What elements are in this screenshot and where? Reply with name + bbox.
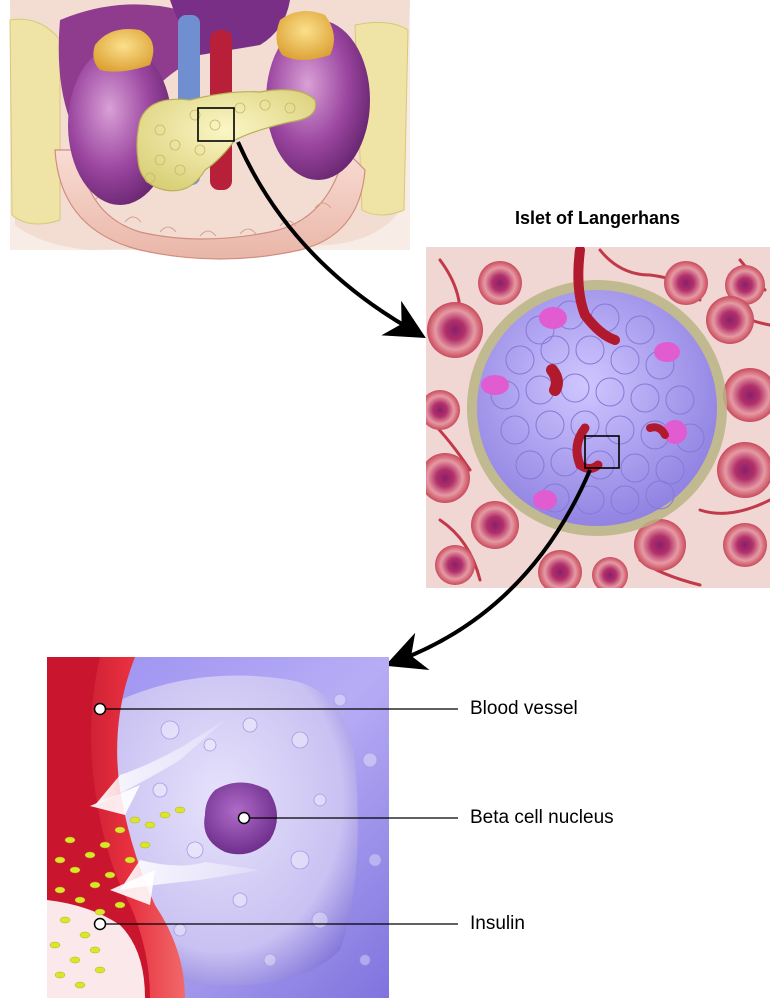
pancreas-zoom-box (197, 107, 235, 142)
zoom-arrow-islet-to-cell (385, 469, 592, 671)
abdomen-illustration (9, 0, 410, 260)
dot-blood-vessel (93, 702, 107, 716)
dot-insulin (93, 917, 107, 931)
label-blood-vessel: Blood vessel (470, 698, 578, 719)
islet-zoom-box (584, 435, 620, 469)
zoom-arrow-pancreas-to-islet (236, 141, 426, 338)
acini-cluster (426, 261, 770, 588)
islet-illustration (426, 247, 770, 588)
label-insulin: Insulin (470, 913, 525, 934)
callout-leaders (100, 708, 458, 925)
label-beta-cell-nucleus: Beta cell nucleus (470, 807, 614, 828)
islet-title: Islet of Langerhans (514, 208, 681, 228)
dot-beta-cell-nucleus (237, 811, 251, 825)
callout-dots (93, 702, 251, 931)
